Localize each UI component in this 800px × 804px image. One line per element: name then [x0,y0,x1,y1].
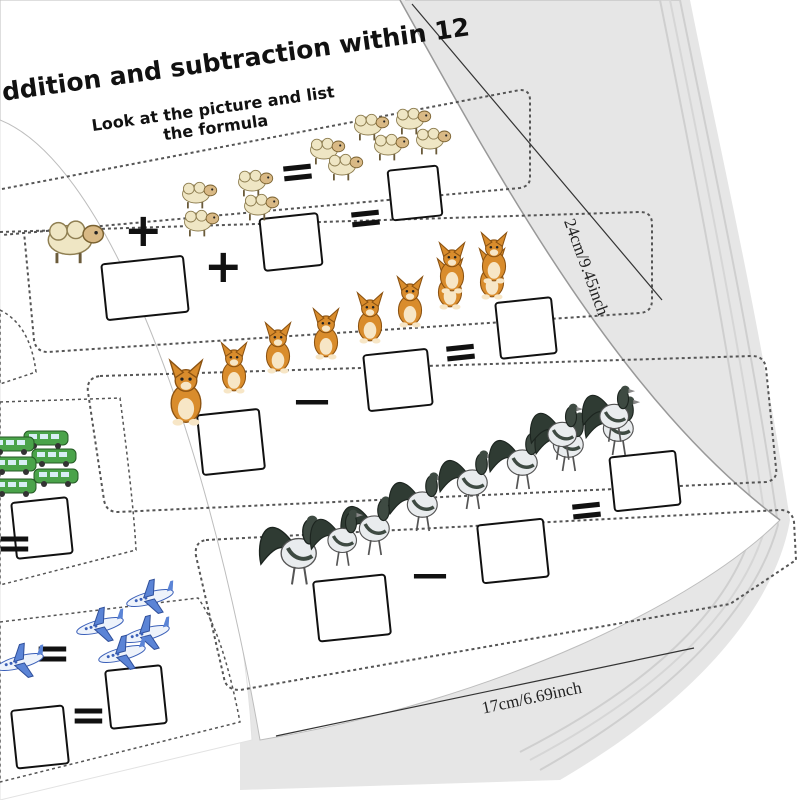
minus-sign: — [412,554,448,595]
equals-sign: = [565,483,607,538]
plus-sign: + [124,203,163,257]
answer-box [100,255,190,321]
operators: = + = + = — = — = = = [0,144,607,741]
answer-box [476,518,550,584]
equals-sign: = [70,690,107,741]
width-dimension-line [275,647,695,737]
answer-box [608,449,682,513]
answer-box [312,573,392,643]
plus-sign: + [204,239,243,293]
exercise-rooster-subtraction [194,508,798,692]
answer-boxes [10,164,682,770]
answer-box [196,408,266,476]
corgi-icon [438,242,466,295]
answer-box [258,212,324,272]
equals-sign: = [439,325,481,380]
answer-box [104,664,168,730]
answer-box [10,704,70,770]
corgi-icon [264,322,292,375]
height-dimension-line [411,3,663,301]
exercise-sheep-addition [0,88,653,354]
equals-sign: = [344,190,386,245]
corgi-icon [220,342,248,395]
corgi-icon [356,292,384,345]
dimension-lines [275,3,695,737]
answer-box [362,348,434,412]
equals-sign: = [0,518,33,569]
corgi-icon [480,232,508,285]
corgi-icon [312,308,340,361]
answer-box [386,164,444,222]
corgi-icon [169,359,203,427]
minus-sign: — [294,380,330,421]
exercise-corgi-subtraction [86,354,778,514]
answer-box [494,296,558,360]
corgi-icon [396,276,424,329]
answer-box [10,496,74,560]
